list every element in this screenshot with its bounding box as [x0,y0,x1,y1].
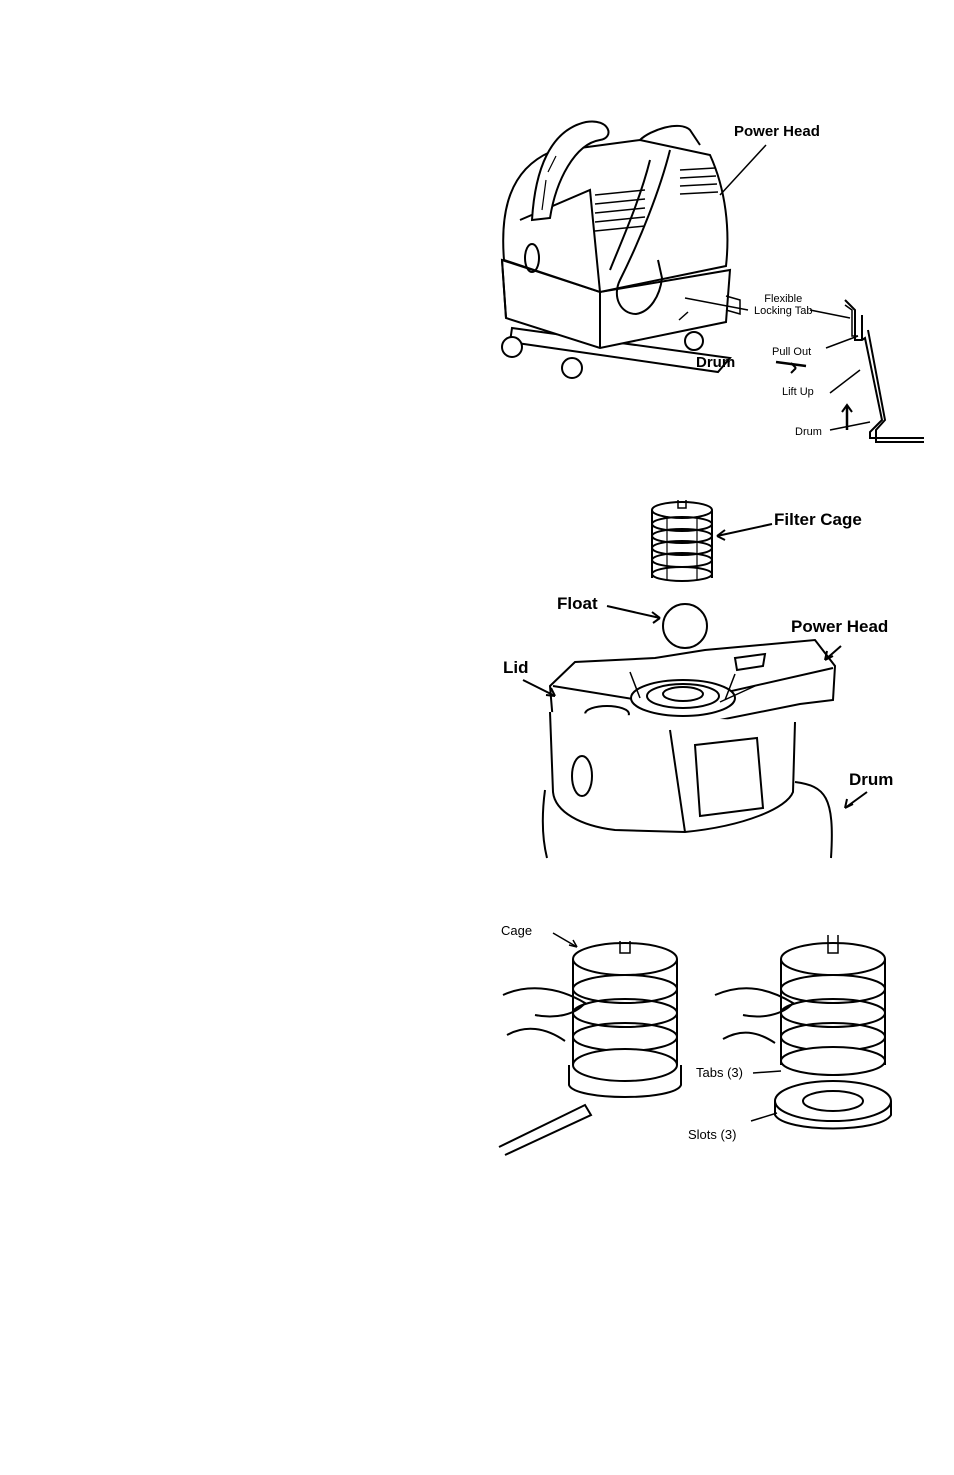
label-power-head: Power Head [734,123,820,140]
figure-filter-float-lid: Filter Cage Float Power Head Lid Drum [495,490,915,860]
label-cage: Cage [501,923,532,938]
label-pull-out: Pull Out [772,346,811,358]
figure-remove-cage: Cage Tabs (3) Slots (3) [495,915,915,1155]
filter-cage-illustration [495,490,915,860]
figure-remove-power-head: Power Head Drum Flexible Locking Tab Pul… [490,100,930,455]
right-cage [715,935,891,1129]
label-drum: Drum [696,354,735,371]
label-flexible-locking-tab: Flexible Locking Tab [754,293,813,317]
label-tabs: Tabs (3) [696,1065,743,1080]
left-cage [499,941,681,1155]
label-float: Float [557,594,598,614]
label-lift-up: Lift Up [782,386,814,398]
power-head-illustration [490,100,930,455]
float-ball [663,604,707,648]
label-drum-detail: Drum [795,426,822,438]
cage-removal-illustration [495,915,915,1155]
locking-tab-detail [845,300,924,442]
label-slots: Slots (3) [688,1127,736,1142]
label-drum-2: Drum [849,770,893,790]
label-lid: Lid [503,658,529,678]
filter-cage [652,500,712,581]
label-filter-cage: Filter Cage [774,510,862,530]
label-power-head-2: Power Head [791,617,888,637]
